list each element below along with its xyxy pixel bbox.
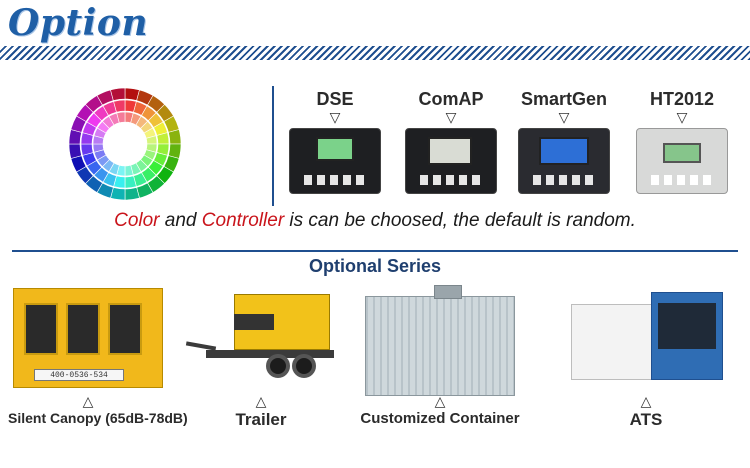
- controller-comap: ComAP ▽: [396, 88, 506, 194]
- controller-name: DSE: [316, 89, 354, 109]
- controller-dse: DSE ▽: [280, 88, 390, 194]
- triangle-down-icon: ▽: [329, 109, 341, 125]
- trailer-image: [185, 288, 336, 388]
- product-label: Customized Container: [360, 410, 520, 427]
- page-title: Option: [8, 2, 149, 44]
- section-title: Optional Series: [308, 256, 442, 276]
- controller-ht2012: HT2012 ▽: [627, 88, 737, 194]
- product-label: Silent Canopy (65dB-78dB): [8, 410, 188, 426]
- product-ats: △ ATS: [566, 288, 726, 430]
- controller-smartgen: SmartGen ▽: [509, 88, 619, 194]
- caption-color-word: Color: [114, 210, 160, 231]
- triangle-up-icon: △: [640, 393, 652, 409]
- option-caption: Color and Controller is can be choosed, …: [0, 210, 750, 232]
- product-label: ATS: [629, 410, 663, 429]
- controller-name: HT2012: [649, 89, 715, 109]
- triangle-down-icon: ▽: [445, 109, 457, 125]
- header-banner: Option: [0, 0, 750, 60]
- triangle-up-icon: △: [82, 393, 94, 409]
- horizontal-divider: [12, 250, 738, 252]
- caption-text: is can be choosed, the default is random…: [284, 210, 636, 231]
- product-customized-container: △ Customized Container: [360, 285, 520, 427]
- triangle-down-icon: ▽: [558, 109, 570, 125]
- caption-text: and: [159, 210, 202, 231]
- triangle-up-icon: △: [434, 393, 446, 409]
- caption-controller-word: Controller: [201, 210, 285, 231]
- product-label: Trailer: [235, 410, 287, 429]
- triangle-down-icon: ▽: [676, 109, 688, 125]
- canopy-plate: 400-0536-534: [34, 369, 124, 381]
- product-silent-canopy: 400-0536-534 △ Silent Canopy (65dB-78dB): [8, 288, 188, 426]
- controller-panel-image: [289, 128, 381, 194]
- vertical-divider: [272, 86, 274, 206]
- canopy-image: 400-0536-534: [13, 288, 163, 388]
- product-trailer: △ Trailer: [185, 288, 336, 430]
- controller-panel-image: [636, 128, 728, 194]
- triangle-up-icon: △: [255, 393, 267, 409]
- controller-panel-image: [518, 128, 610, 194]
- controller-name: ComAP: [418, 89, 484, 109]
- color-wheel: [65, 84, 185, 204]
- controller-name: SmartGen: [520, 89, 608, 109]
- header-stripes: [0, 46, 750, 60]
- container-image: [365, 285, 515, 396]
- controller-panel-image: [405, 128, 497, 194]
- ats-image: [571, 288, 723, 388]
